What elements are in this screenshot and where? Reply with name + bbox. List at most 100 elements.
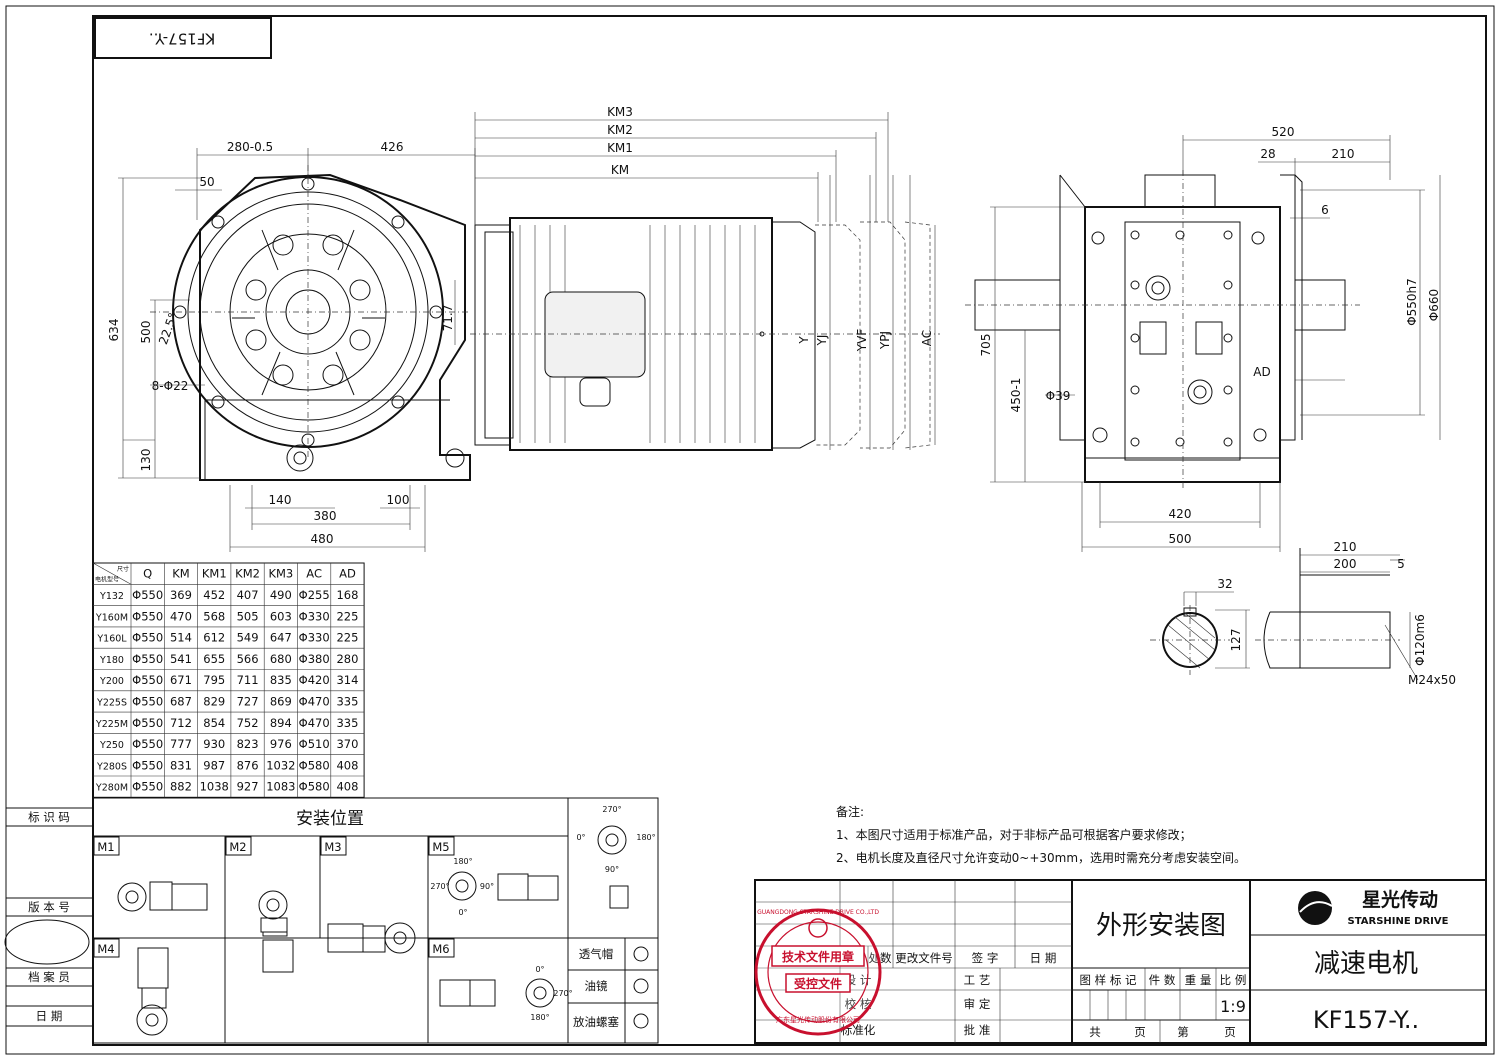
sheet-num: 第 xyxy=(1177,1025,1189,1039)
dim-table-header: KM2 xyxy=(235,567,260,581)
dim-table-corner-bottom: 电机型号 xyxy=(95,575,119,583)
dim-table-cell: 314 xyxy=(336,673,358,687)
dim-table-cell: 976 xyxy=(270,737,292,751)
dim-table-cell: 1083 xyxy=(266,780,295,794)
dim-5: 5 xyxy=(1397,557,1405,571)
dim-table-cell: 712 xyxy=(170,716,192,730)
m6-angle-270: 270° xyxy=(553,989,572,998)
m5-angle-0: 0° xyxy=(458,908,467,917)
terminal-box xyxy=(544,291,646,378)
dim-table-cell: Φ550 xyxy=(132,716,163,730)
dim-table-cell: Φ550 xyxy=(132,673,163,687)
stamp-ring-text: GUANGDONG STARSHINE DRIVE CO.,LTD xyxy=(757,909,879,916)
dim-32: 32 xyxy=(1217,577,1232,591)
model-number: KF157-Y.. xyxy=(1313,1006,1419,1034)
dim-table-cell: 1032 xyxy=(266,758,295,772)
dim-ad: AD xyxy=(1253,365,1270,379)
dim-table-header: KM1 xyxy=(202,567,227,581)
pos-m1: M1 xyxy=(97,840,114,854)
dim-200: 200 xyxy=(1334,557,1357,571)
dim-500: 500 xyxy=(1169,532,1192,546)
dim-table-cell: 655 xyxy=(203,652,225,666)
dim-100: 100 xyxy=(387,493,410,507)
dim-table-cell: Φ580 xyxy=(299,758,330,772)
dim-table-cell: 369 xyxy=(170,588,192,602)
stamp-line1: 技术文件用章 xyxy=(782,949,854,964)
dim-phi39: Φ39 xyxy=(1046,389,1071,403)
dim-ypj: YPJ xyxy=(878,331,892,350)
dim-table-cell: 407 xyxy=(237,588,259,602)
dim-table-cell: Φ580 xyxy=(299,780,330,794)
strip-label-1: 版 本 号 xyxy=(28,900,70,914)
dim-6: 6 xyxy=(1321,203,1329,217)
dim-table-cell: 823 xyxy=(237,737,259,751)
dim-table-motor-model: Y180 xyxy=(99,655,124,666)
dim-table-cell: Φ380 xyxy=(299,652,330,666)
role-check: 校 核 xyxy=(845,997,872,1011)
dim-127: 127 xyxy=(1229,629,1243,652)
dim-table-cell: 927 xyxy=(237,780,259,794)
dim-table-cell: 408 xyxy=(336,780,358,794)
dim-table-cell: 882 xyxy=(170,780,192,794)
left-strip: 标 识 码 版 本 号 档 案 员 日 期 xyxy=(4,807,94,1027)
dim-table-motor-model: Y160M xyxy=(95,612,128,623)
dim-table-motor-model: Y250 xyxy=(99,740,124,751)
dim-table-cell: 335 xyxy=(336,694,358,708)
m4-glyph xyxy=(136,947,169,1036)
attr-sample-mark: 图 样 标 记 xyxy=(1080,973,1137,987)
legend-oil-sight: 油镜 xyxy=(585,979,608,993)
sheet-num-unit: 页 xyxy=(1224,1025,1236,1039)
attr-qty: 件 数 xyxy=(1149,973,1176,987)
dim-table-motor-model: Y132 xyxy=(99,591,124,602)
dim-table-cell: 370 xyxy=(336,737,358,751)
attr-scale: 比 例 xyxy=(1220,973,1247,987)
dim-yj: YJ xyxy=(815,335,829,347)
dim-table-cell: 541 xyxy=(170,652,192,666)
dim-210: 210 xyxy=(1332,147,1355,161)
dim-table-cell: 505 xyxy=(237,609,259,623)
dim-table-cell: Φ550 xyxy=(132,609,163,623)
dim-table-header: AC xyxy=(306,567,322,581)
dim-table-cell: 795 xyxy=(203,673,225,687)
company-stamp: 技术文件用章 受控文件 GUANGDONG STARSHINE DRIVE CO… xyxy=(754,908,882,1036)
notes: 备注: 1、本图尺寸适用于标准产品，对于非标产品可根据客户要求修改； 2、电机长… xyxy=(836,804,1246,865)
dim-8-phi22: 8-Φ22 xyxy=(152,379,189,393)
dim-71-7: 71.7 xyxy=(441,305,455,332)
dim-705: 705 xyxy=(979,334,993,357)
dim-table-cell: 869 xyxy=(270,694,292,708)
dim-phi550: Φ550h7 xyxy=(1405,278,1419,326)
dim-table-cell: Φ550 xyxy=(132,588,163,602)
dim-table-cell: 831 xyxy=(170,758,192,772)
dim-m24: M24x50 xyxy=(1408,673,1456,687)
rev-header-sign: 签 字 xyxy=(972,951,999,965)
dim-table-cell: 777 xyxy=(170,737,192,751)
title-box-text: KF157-Y.. xyxy=(149,30,215,48)
dim-table-cell: 568 xyxy=(203,609,225,623)
dim-table-frame xyxy=(92,562,365,798)
dim-634: 634 xyxy=(107,319,121,342)
dim-table-cell: 711 xyxy=(237,673,259,687)
dim-phi660: Φ660 xyxy=(1427,289,1441,321)
dim-table-cell: 671 xyxy=(170,673,192,687)
dim-table-cell: 687 xyxy=(170,694,192,708)
shaft-detail: 32 127 210 200 5 Φ120m6 M24x50 xyxy=(1150,540,1456,687)
dim-table-motor-model: Y160L xyxy=(96,634,127,645)
dim-table-header: AD xyxy=(339,567,356,581)
dim-140: 140 xyxy=(269,493,292,507)
m6-glyph xyxy=(439,978,555,1008)
drawing-name: 外形安装图 xyxy=(1096,911,1226,941)
company-name-en: STARSHINE DRIVE xyxy=(1348,916,1449,927)
note-2: 2、电机长度及直径尺寸允许变动0~+30mm，选用时需充分考虑安装空间。 xyxy=(836,850,1246,865)
dim-table-cell: 168 xyxy=(336,588,358,602)
role-process: 工 艺 xyxy=(964,973,991,987)
dim-table-header: Q xyxy=(143,567,152,581)
role-approve: 批 准 xyxy=(964,1023,991,1037)
strip-label-3: 日 期 xyxy=(36,1009,63,1023)
pos-m3: M3 xyxy=(324,840,341,854)
pos-m4: M4 xyxy=(97,942,114,956)
key-angle-0: 0° xyxy=(576,833,585,842)
sheet-total-unit: 页 xyxy=(1134,1025,1146,1039)
dim-500: 500 xyxy=(139,321,153,344)
